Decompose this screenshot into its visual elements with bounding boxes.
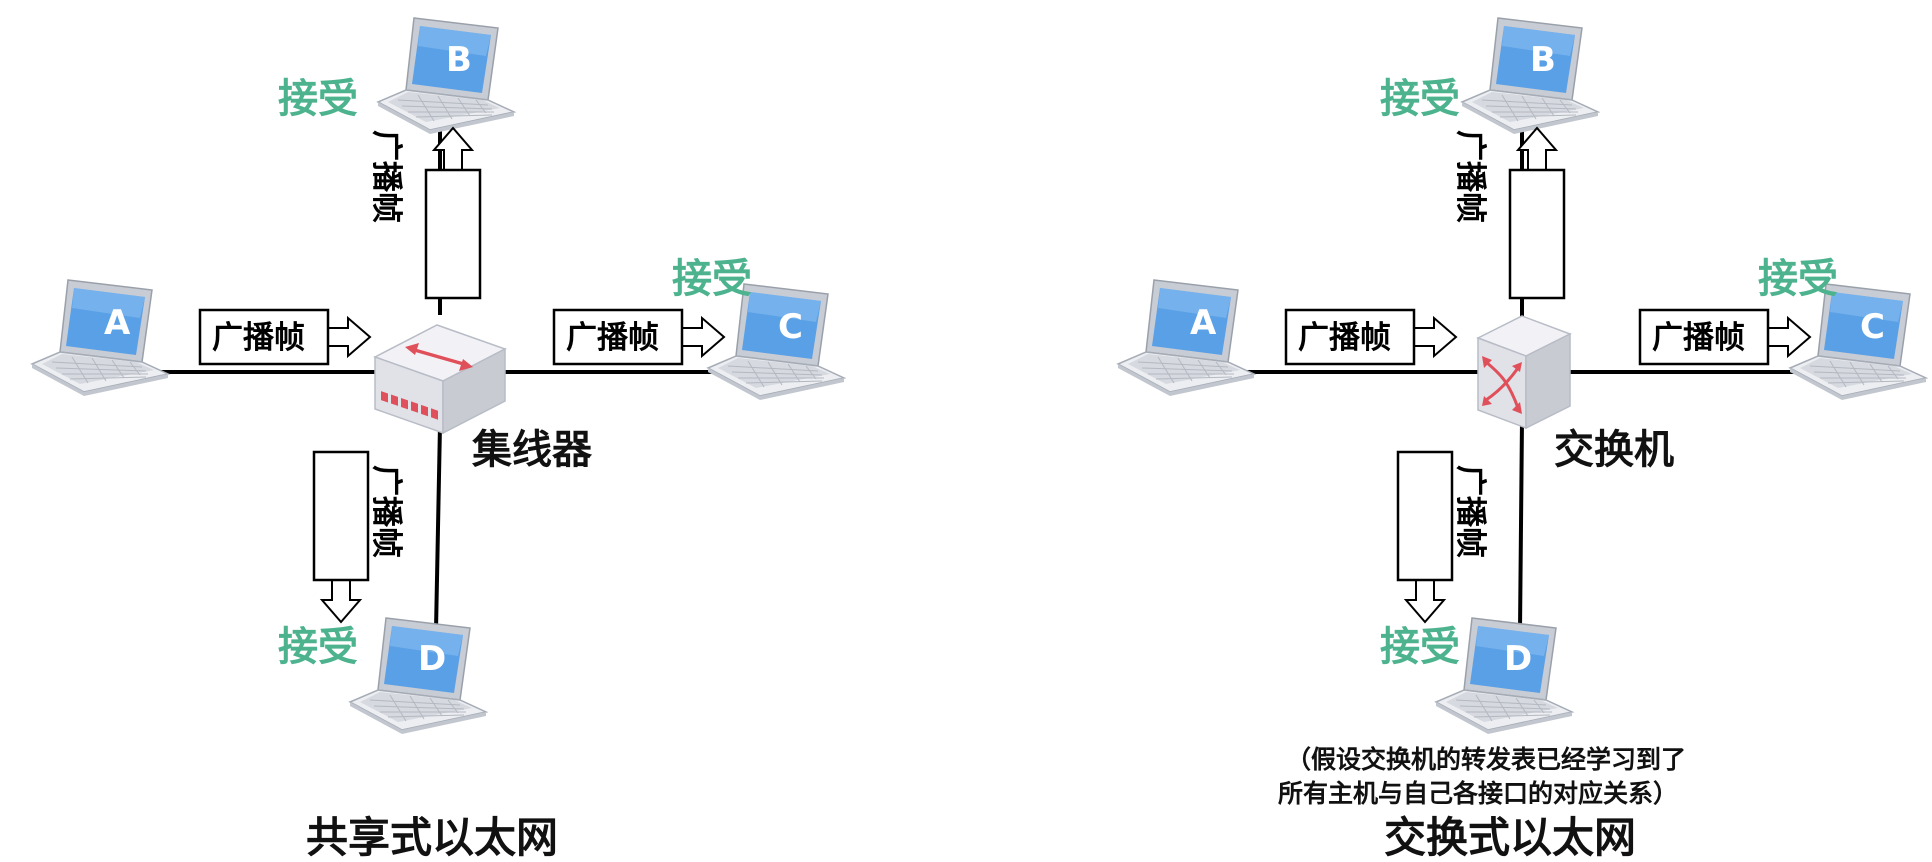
switch-icon — [1476, 315, 1572, 430]
wire-d — [434, 424, 442, 631]
host-a-letter: A — [1190, 303, 1217, 343]
forwarding-table-note-line1: （假设交换机的转发表已经学习到了 — [1286, 745, 1686, 774]
broadcast-frame-box-d — [312, 450, 370, 624]
shared-ethernet-panel: 集线器 A B C D 接受 接受 接受 广播帧 广播帧 广播帧 广播帧 共享式… — [31, 17, 845, 862]
hub-label: 集线器 — [471, 427, 593, 473]
host-b-letter: B — [446, 40, 472, 80]
receive-label-c: 接受 — [1758, 256, 1838, 302]
broadcast-frame-label-a: 广播帧 — [1298, 320, 1391, 356]
receive-label-b: 接受 — [278, 76, 358, 122]
shared-ethernet-title: 共享式以太网 — [306, 813, 558, 862]
broadcast-frame-label-a: 广播帧 — [212, 320, 305, 356]
receive-label-b: 接受 — [1380, 76, 1460, 122]
broadcast-frame-label-c: 广播帧 — [1652, 320, 1745, 356]
host-c-letter: C — [778, 307, 803, 347]
receive-label-c: 接受 — [672, 256, 752, 302]
receive-label-d: 接受 — [278, 624, 358, 670]
broadcast-frame-box-b — [424, 126, 482, 300]
forwarding-table-note-line2: 所有主机与自己各接口的对应关系） — [1278, 779, 1678, 808]
hub-icon — [373, 324, 507, 435]
host-d-letter: D — [1504, 639, 1532, 679]
broadcast-frame-box-d — [1396, 450, 1454, 624]
broadcast-frame-label-d: 广播帧 — [1452, 465, 1488, 558]
switched-ethernet-title: 交换式以太网 — [1384, 813, 1636, 862]
host-b-letter: B — [1530, 40, 1556, 80]
host-c-letter: C — [1860, 307, 1885, 347]
broadcast-frame-box-b — [1508, 126, 1566, 300]
broadcast-frame-label-c: 广播帧 — [566, 320, 659, 356]
broadcast-frame-label-d: 广播帧 — [368, 465, 404, 558]
switched-ethernet-panel: 交换机 A B C D 接受 接受 接受 广播帧 广播帧 广播帧 广播帧 （假设… — [1117, 17, 1927, 862]
broadcast-frame-label-b: 广播帧 — [368, 130, 404, 223]
wire-d — [1518, 419, 1524, 631]
receive-label-d: 接受 — [1380, 624, 1460, 670]
laptop-a-icon — [1117, 279, 1255, 397]
host-d-letter: D — [418, 639, 446, 679]
host-a-letter: A — [104, 303, 131, 343]
broadcast-frame-label-b: 广播帧 — [1452, 130, 1488, 223]
laptop-a-icon — [31, 279, 169, 397]
switch-label: 交换机 — [1554, 427, 1674, 473]
